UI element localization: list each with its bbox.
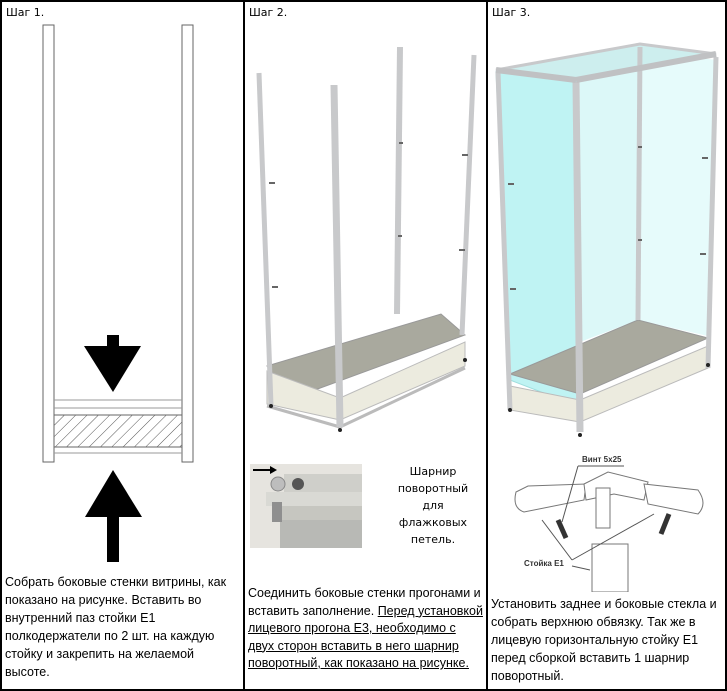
screw-label: Винт 5х25 (582, 455, 622, 464)
frame-with-base-render (256, 46, 477, 432)
hinge-photo (250, 464, 362, 548)
hinge-caption: Шарнир поворотный для флажковых петель. (397, 465, 469, 546)
step-3-cell: Шаг 3. (486, 2, 727, 689)
step-3-title: Шаг 3. (492, 6, 531, 19)
step-1-description: Собрать боковые стенки витрины, как пока… (5, 575, 227, 679)
step-1-title: Шаг 1. (6, 6, 45, 19)
post-label: Стойка Е1 (524, 559, 564, 568)
step-2-title: Шаг 2. (249, 6, 288, 19)
corner-joint-diagram: Винт 5х25 Стойка Е1 (514, 455, 704, 592)
arrow-up-icon (85, 470, 142, 562)
step-2-description-underlined: Перед установкой лицевого прогона Е3, не… (248, 603, 483, 671)
step-2-cell: Шаг 2. (243, 2, 486, 689)
right-post (181, 24, 194, 463)
step-1-cell: Шаг 1. Собрать боковые стенки витрины (2, 2, 243, 689)
step-2-description: Соединить боковые стенки прогонами и вст… (248, 585, 483, 673)
side-wall-assembly-diagram (42, 24, 194, 562)
step-3-description: Установить заднее и боковые стекла и соб… (491, 597, 717, 683)
glass-showcase-render (495, 42, 719, 437)
step-2-description-plain: Соединить боковые стенки прогонами и вст… (248, 586, 481, 618)
arrow-right-icon (253, 466, 277, 474)
left-post (42, 24, 55, 463)
hatched-infill (53, 414, 183, 448)
arrow-down-icon (84, 335, 141, 392)
